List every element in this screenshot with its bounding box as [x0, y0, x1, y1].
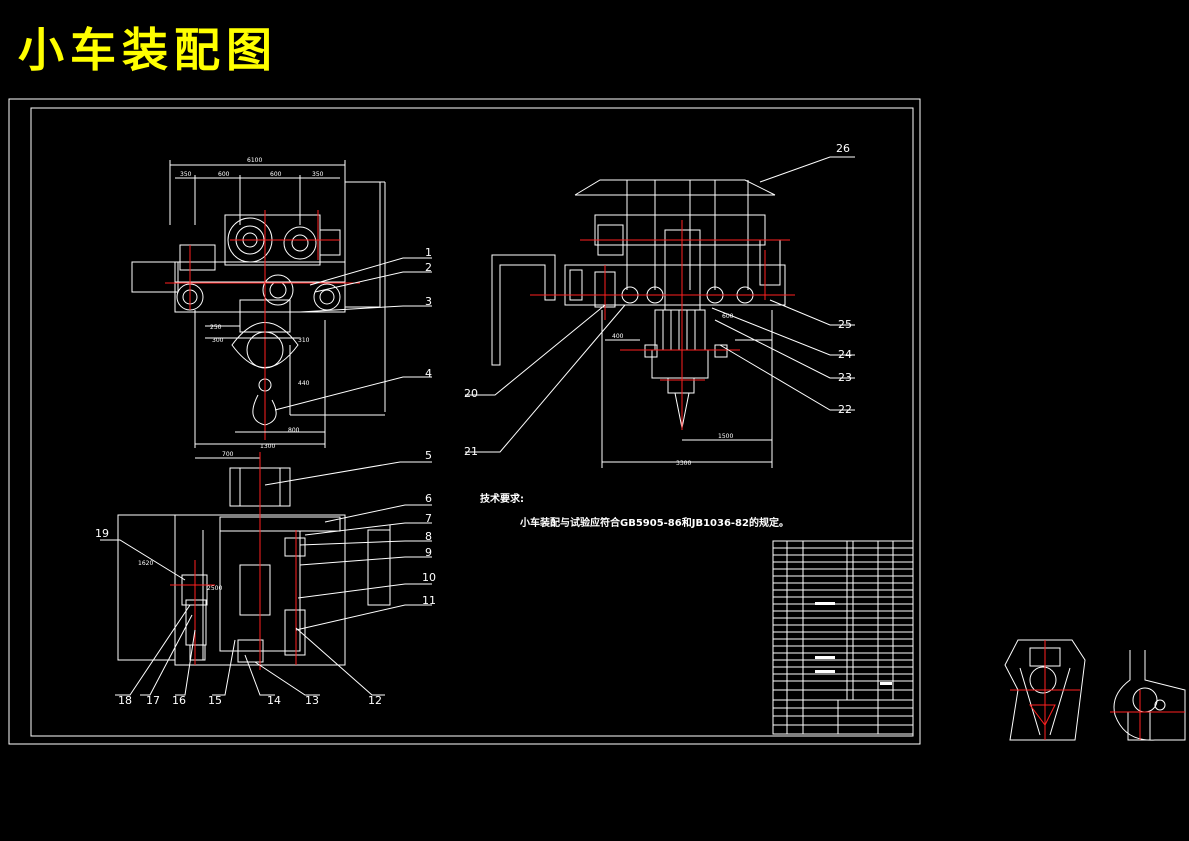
part-label-23: 23: [838, 371, 852, 384]
tech-requirements-heading: 技术要求:: [480, 494, 524, 505]
dim-310: 310: [298, 337, 310, 344]
part-label-21: 21: [464, 445, 478, 458]
part-label-2: 2: [425, 261, 432, 274]
dim-2500: 2500: [207, 585, 222, 592]
dim-350-right: 350: [312, 171, 324, 178]
dim-1620: 1620: [138, 560, 153, 567]
dim-700: 700: [222, 451, 234, 458]
side-view: 400 600 1500 3300: [491, 179, 795, 468]
part-label-14: 14: [267, 694, 281, 707]
front-view: 6100 350 600 600 350: [131, 157, 386, 450]
detail-view-b: [1110, 650, 1186, 741]
dim-600-a: 600: [218, 171, 230, 178]
inner-border: [30, 107, 914, 737]
part-label-8: 8: [425, 530, 432, 543]
dim-1300: 1300: [260, 443, 275, 450]
dim-350-left: 350: [180, 171, 192, 178]
drawing-title: 小车装配图: [18, 23, 278, 77]
part-label-4: 4: [425, 367, 432, 380]
part-label-16: 16: [172, 694, 186, 707]
dim-3300: 3300: [676, 460, 691, 467]
part-label-13: 13: [305, 694, 319, 707]
leader-lines: [100, 156, 855, 696]
title-block: [772, 540, 914, 735]
dim-600-b: 600: [270, 171, 282, 178]
part-label-18: 18: [118, 694, 132, 707]
part-label-20: 20: [464, 387, 478, 400]
part-label-5: 5: [425, 449, 432, 462]
part-label-25: 25: [838, 318, 852, 331]
dim-250: 250: [210, 324, 222, 331]
detail-view-a: [1004, 639, 1086, 741]
part-label-17: 17: [146, 694, 160, 707]
part-label-24: 24: [838, 348, 852, 361]
part-label-1: 1: [425, 246, 432, 259]
part-label-6: 6: [425, 492, 432, 505]
dim-1500: 1500: [718, 433, 733, 440]
part-label-12: 12: [368, 694, 382, 707]
part-label-26: 26: [836, 142, 850, 155]
part-numbers: 1 2 3 4 5 6 7 8 9 10 11 12 13 14 15 16 1…: [95, 142, 852, 707]
part-label-10: 10: [422, 571, 436, 584]
part-label-22: 22: [838, 403, 852, 416]
dim-400: 400: [612, 333, 624, 340]
part-label-19: 19: [95, 527, 109, 540]
dim-800: 800: [288, 427, 300, 434]
dim-6100: 6100: [247, 157, 262, 164]
tech-requirements-text: 小车装配与试验应符合GB5905-86和JB1036-82的规定。: [520, 518, 789, 529]
part-label-3: 3: [425, 295, 432, 308]
dim-600-side: 600: [722, 313, 734, 320]
part-label-11: 11: [422, 594, 436, 607]
outer-border: [8, 98, 921, 745]
dim-300: 300: [212, 337, 224, 344]
plan-view: 700 1620 2500: [117, 451, 391, 670]
dim-440: 440: [298, 380, 310, 387]
part-label-15: 15: [208, 694, 222, 707]
part-label-7: 7: [425, 512, 432, 525]
part-label-9: 9: [425, 546, 432, 559]
